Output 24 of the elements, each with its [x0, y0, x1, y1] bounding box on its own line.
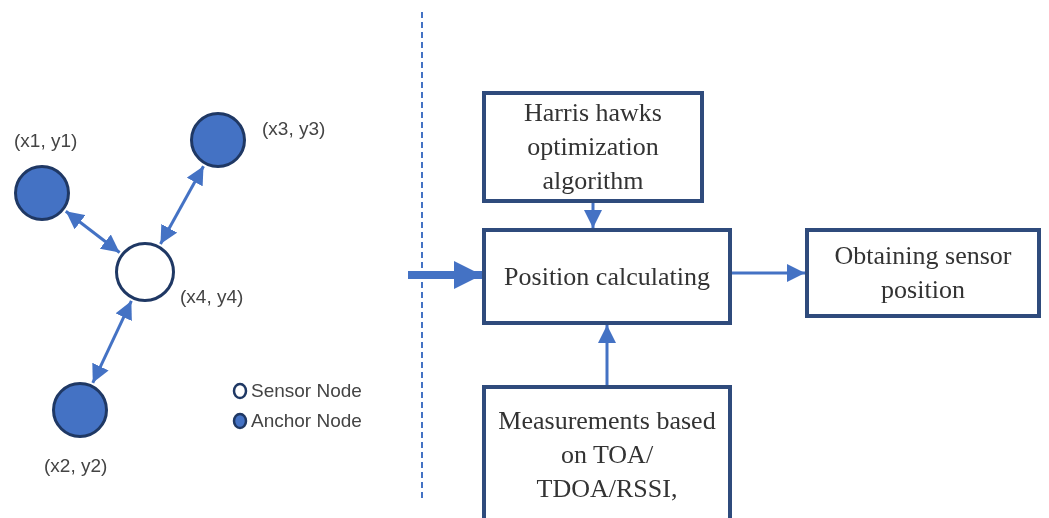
- coordinate-label: (x3, y3): [262, 118, 326, 140]
- process-text: Harris hawks optimization algorithm: [523, 97, 663, 197]
- anchor-node-circle: [52, 382, 108, 438]
- coordinate-label: (x4, y4): [180, 286, 244, 308]
- legend-text: Sensor Node: [251, 380, 362, 402]
- process-box: [805, 228, 1041, 318]
- anchor-node-circle: [190, 112, 246, 168]
- arrow: [91, 300, 133, 384]
- process-text: Position calculating: [504, 260, 710, 293]
- arrow: [159, 165, 205, 245]
- anchor-node-circle: [14, 165, 70, 221]
- process-box: [482, 228, 732, 325]
- legend-text: Anchor Node: [251, 410, 362, 432]
- process-text: Measurements based on TOA/ TDOA/RSSI,: [497, 405, 717, 505]
- arrow: [598, 325, 616, 385]
- arrow: [732, 264, 805, 282]
- arrow: [64, 210, 121, 254]
- coordinate-label: (x2, y2): [44, 455, 108, 477]
- sensor-node-circle: [115, 242, 175, 302]
- arrow: [584, 203, 602, 228]
- process-box: [482, 91, 704, 203]
- process-box: [482, 385, 732, 518]
- process-text: Obtaining sensor position: [833, 240, 1013, 306]
- coordinate-label: (x1, y1): [14, 130, 78, 152]
